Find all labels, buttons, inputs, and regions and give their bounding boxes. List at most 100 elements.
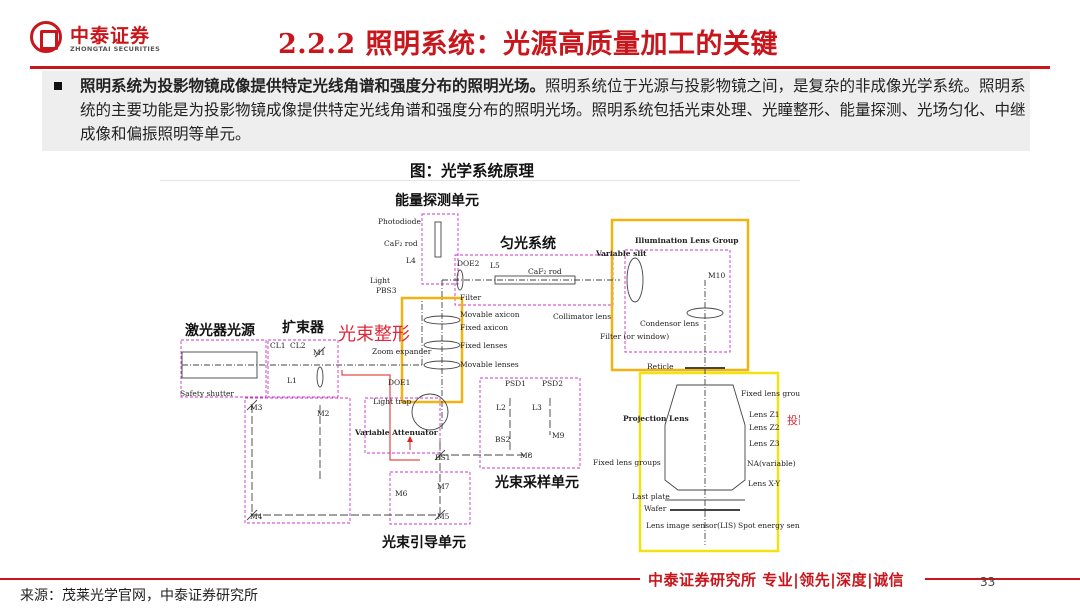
label-lens-z1: Lens Z1 <box>749 410 779 419</box>
guide-box <box>389 471 471 525</box>
m4-mirror <box>246 509 258 521</box>
label-lens-z3: Lens Z3 <box>749 439 780 448</box>
label-bs2: BS2 <box>495 435 511 444</box>
illumination-lens-box <box>624 249 731 353</box>
logo-name-cn: 中泰证券 <box>70 25 151 47</box>
fixed-lenses-shape <box>423 340 461 350</box>
summary-bold-lead: 照明系统为投影物镜成像提供特定光线角谱和强度分布的照明光场。 <box>80 76 546 95</box>
label-l2: L2 <box>496 403 506 412</box>
projection-highlight <box>638 371 780 553</box>
laser-source-box <box>180 339 267 398</box>
label-caf2-rod: CaF₂ rod <box>528 267 562 276</box>
label-doe2: DOE2 <box>457 259 480 268</box>
laser-body <box>181 351 258 379</box>
beam-expander-box <box>267 339 339 398</box>
label-fixed-lens-groups: Fixed lens groups <box>593 458 661 467</box>
label-photodiode: Photodiode <box>378 217 421 226</box>
label-caf2-rod-top: CaF₂ rod <box>384 239 418 248</box>
label-collimator-lens: Collimator lens <box>553 312 611 321</box>
label-m2: M2 <box>317 409 330 418</box>
label-wafer: Wafer <box>644 504 667 513</box>
label-sampling-unit: 光束采样单元 <box>494 474 579 491</box>
label-l1: L1 <box>287 376 297 385</box>
label-projection-lens: Projection Lens <box>623 414 689 423</box>
label-condensor-lens: Condensor lens <box>640 319 699 328</box>
label-projection-system: 投影物镜系统 <box>787 413 800 427</box>
illumination-lens-shape <box>626 257 644 303</box>
label-m3: M3 <box>250 403 263 412</box>
variable-attenuator-shape <box>411 393 449 431</box>
label-variable-attenuator: Variable Attenuator <box>354 428 439 437</box>
label-na-variable: NA(variable) <box>747 459 796 468</box>
optical-system-diagram: 能量探测单元 匀光系统 激光器光源 扩束器 光束采样单元 光束引导单元 光束整形… <box>160 180 800 553</box>
label-reticle: Reticle <box>647 362 674 371</box>
figure-caption: 图：光学系统原理 <box>410 161 535 180</box>
label-bs1: BS1 <box>435 453 450 462</box>
m3-mirror <box>246 399 258 411</box>
page-title: 2.2.2 照明系统：光源高质量加工的关键 <box>278 29 779 60</box>
label-light-trap: Light trap <box>373 397 411 406</box>
l1-shape <box>316 366 324 388</box>
label-l5: L5 <box>490 261 500 270</box>
summary-text: 照明系统为投影物镜成像提供特定光线角谱和强度分布的照明光场。照明系统位于光源与投… <box>80 74 1030 146</box>
label-laser-source: 激光器光源 <box>185 322 255 339</box>
label-psd1: PSD1 <box>505 379 526 388</box>
logo-name-en: ZHONGTAI SECURITIES <box>70 45 161 53</box>
label-cl1: CL1 <box>270 341 286 350</box>
caf2-rod-top-shape <box>434 221 442 258</box>
label-fixed-lens-groups-top: Fixed lens groups <box>741 389 800 398</box>
label-fixed-axicon: Fixed axicon <box>460 323 508 332</box>
label-safety-shutter: Safety shutter <box>180 389 234 398</box>
label-movable-lenses: Movable lenses <box>460 360 519 369</box>
summary-body: 照明系统位于光源与投影物镜之间，是复杂的非成像光学系统。照明系统的主要功能是为投… <box>80 77 1026 143</box>
label-pbs3: PBS3 <box>376 286 397 295</box>
footer-divider-right <box>925 578 1080 580</box>
label-variable-slit: Variable slit <box>595 249 647 258</box>
label-zoom-expander: Zoom expander <box>372 347 432 356</box>
movable-lenses-shape <box>423 360 461 370</box>
label-m7: M7 <box>437 482 450 491</box>
summary-box: 照明系统为投影物镜成像提供特定光线角谱和强度分布的照明光场。照明系统位于光源与投… <box>42 71 1030 151</box>
condensor-lens-shape <box>686 307 724 319</box>
energy-unit-box <box>421 213 459 285</box>
label-l3: L3 <box>532 403 542 412</box>
beam-path-box <box>244 397 351 524</box>
label-m6: M6 <box>395 489 408 498</box>
footer-divider <box>0 578 640 580</box>
caf2-rod-shape <box>494 275 576 285</box>
company-logo: 中泰证券 ZHONGTAI SECURITIES <box>30 18 170 58</box>
label-m4: M4 <box>250 512 263 521</box>
footer-slogan: 中泰证券研究所 专业|领先|深度|诚信 <box>648 571 905 589</box>
page-number: 33 <box>980 575 996 589</box>
sampling-box <box>479 377 581 469</box>
label-psd2: PSD2 <box>542 379 563 388</box>
attenuator-box <box>364 397 441 454</box>
label-filter: Filter <box>460 293 481 302</box>
m1-mirror <box>314 346 326 358</box>
title-divider <box>30 66 1050 69</box>
movable-axicon-shape <box>423 315 461 325</box>
source-note: 来源：茂莱光学官网，中泰证券研究所 <box>20 588 258 604</box>
label-energy-unit: 能量探测单元 <box>395 192 479 209</box>
red-signal-line <box>341 370 420 461</box>
label-lens-image-sensor: Lens image sensor(LIS) <box>646 521 736 530</box>
logo-mark-icon <box>30 21 62 53</box>
label-beam-expander: 扩束器 <box>282 319 325 336</box>
label-l4: L4 <box>406 256 416 265</box>
label-m5: M5 <box>437 512 450 521</box>
label-homogenize: 匀光系统 <box>500 235 556 252</box>
label-m9: M9 <box>552 431 565 440</box>
label-spot-energy-sensor: Spot energy sensor <box>738 521 800 530</box>
label-m8: M8 <box>520 451 533 460</box>
label-lens-z2: Lens Z2 <box>749 423 780 432</box>
projection-lens-body <box>664 384 746 491</box>
label-fixed-lenses: Fixed lenses <box>460 341 507 350</box>
label-doe1: DOE1 <box>388 378 410 387</box>
label-m10: M10 <box>708 271 725 280</box>
l5-shape <box>456 269 464 291</box>
bs1-mirror <box>434 449 446 461</box>
label-m1: M1 <box>313 348 325 357</box>
illumination-highlight <box>610 218 750 372</box>
bullet-square-icon <box>54 82 62 90</box>
label-lens-xy: Lens X-Y <box>748 479 781 488</box>
